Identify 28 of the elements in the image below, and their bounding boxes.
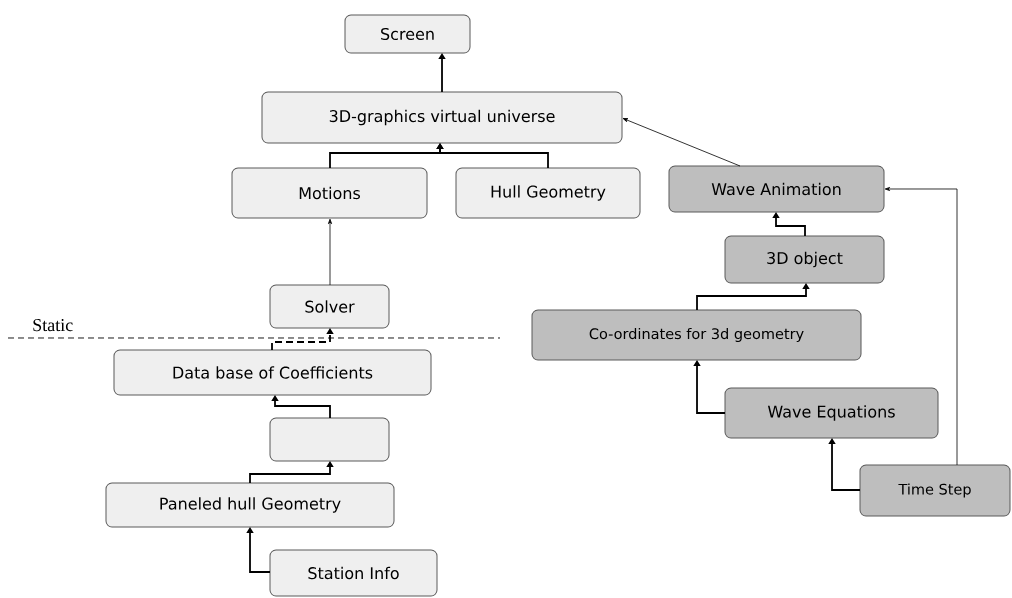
process-box: 3D object [724,235,885,284]
process-box: Solver [269,284,390,329]
arrow [828,438,861,491]
process-box: 3D-graphics virtual universe [261,91,623,144]
arrow [249,461,334,484]
process-box: Co-ordinates for 3d geometry [531,309,862,361]
process-box: Wave Equations [724,387,939,439]
process-box: Screen [344,14,471,54]
arrow [246,527,271,573]
arrow [772,212,806,237]
process-box: Station Info [269,549,438,597]
empty-box [269,417,390,462]
process-box: Wave Animation [668,165,885,213]
arrow [271,328,334,351]
process-box: Motions [231,167,428,219]
arrow [696,283,810,311]
process-box: Paneled hull Geometry [105,482,395,528]
arrow [693,360,726,414]
process-box: Hull Geometry [455,167,641,219]
arrow [436,143,549,169]
arrow [438,53,446,93]
process-box: Time Step [859,464,1011,517]
process-box: Data base of Coefficients [113,349,432,396]
section-label: Static [33,319,73,332]
arrow [328,218,332,286]
arrow [271,395,331,419]
arrow [622,118,741,167]
arrow [884,187,958,466]
